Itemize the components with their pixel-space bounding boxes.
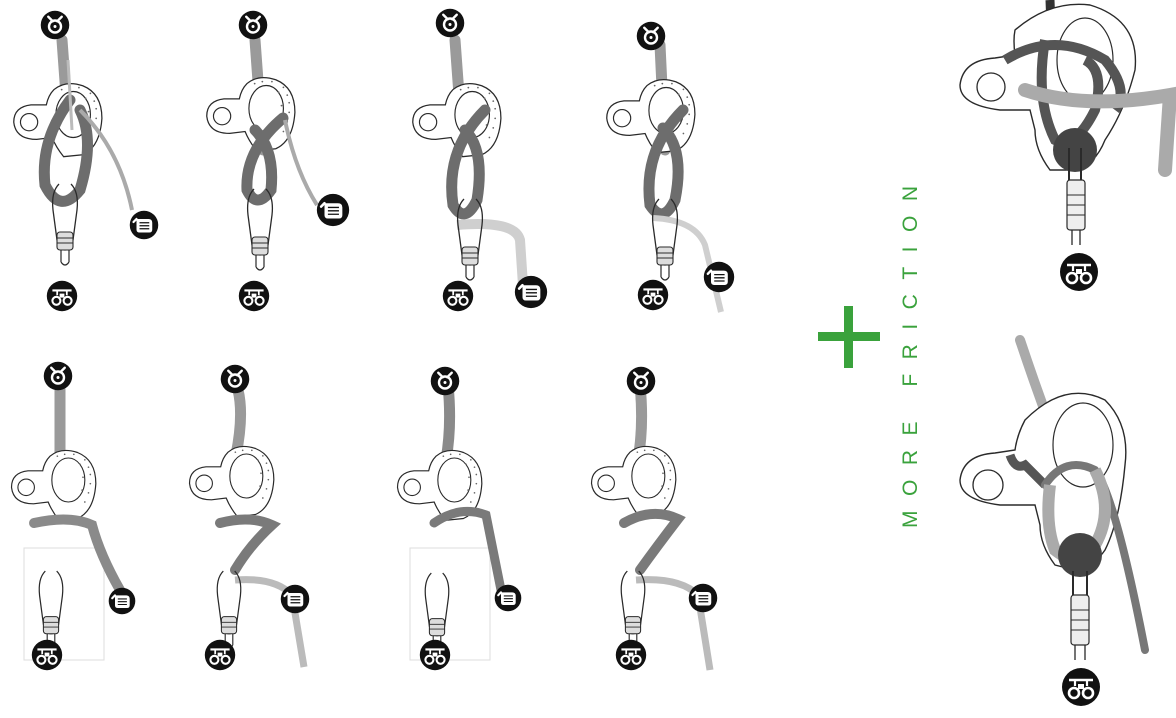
hand-brake-icon bbox=[494, 584, 522, 612]
anchor-icon bbox=[626, 366, 656, 396]
more-friction-label: MORE FRICTION bbox=[899, 172, 923, 529]
panel-bottom-3 bbox=[390, 355, 560, 685]
harness-icon bbox=[419, 639, 451, 671]
harness-icon bbox=[1059, 252, 1099, 292]
panel-right-bottom bbox=[955, 335, 1176, 713]
panel-bottom-4 bbox=[580, 355, 750, 685]
panel-top-1 bbox=[0, 0, 170, 315]
hand-brake-icon bbox=[280, 584, 310, 614]
anchor-icon bbox=[43, 361, 73, 391]
hand-brake-icon bbox=[316, 193, 350, 227]
panel-top-4 bbox=[595, 0, 765, 315]
harness-icon bbox=[204, 639, 236, 671]
hand-brake-icon bbox=[688, 583, 718, 613]
harness-icon bbox=[1061, 667, 1101, 707]
plus-icon bbox=[818, 306, 880, 368]
harness-icon bbox=[615, 639, 647, 671]
harness-icon bbox=[238, 280, 270, 312]
panel-bottom-1 bbox=[0, 355, 170, 685]
plus-bar-vertical bbox=[844, 306, 853, 368]
panel-right-top bbox=[955, 0, 1176, 300]
anchor-icon bbox=[435, 8, 465, 38]
anchor-icon bbox=[238, 10, 268, 40]
hand-brake-icon bbox=[703, 261, 735, 293]
harness-icon bbox=[31, 639, 63, 671]
harness-icon bbox=[637, 279, 669, 311]
harness-icon bbox=[442, 280, 474, 312]
panel-top-2 bbox=[195, 0, 365, 315]
anchor-icon bbox=[636, 21, 666, 51]
anchor-icon bbox=[430, 366, 460, 396]
harness-icon bbox=[46, 280, 78, 312]
anchor-icon bbox=[40, 10, 70, 40]
hand-brake-icon bbox=[129, 210, 159, 240]
hand-brake-icon bbox=[108, 587, 136, 615]
hand-brake-icon bbox=[514, 275, 548, 309]
panel-top-3 bbox=[395, 0, 565, 315]
anchor-icon bbox=[220, 364, 250, 394]
panel-bottom-2 bbox=[180, 355, 350, 685]
